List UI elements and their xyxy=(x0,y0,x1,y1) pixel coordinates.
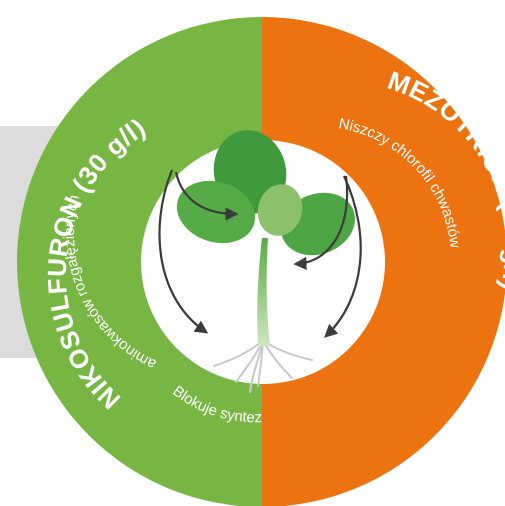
arrow-left-to-leaf xyxy=(174,171,239,221)
leaf-center xyxy=(257,184,303,236)
arrow-right-down xyxy=(324,175,362,338)
plant-stem xyxy=(257,238,270,346)
arrow-right-to-leaf xyxy=(293,175,349,271)
arrow-left-down xyxy=(158,169,209,334)
left-half xyxy=(17,17,262,506)
movement-arrows xyxy=(158,169,362,338)
